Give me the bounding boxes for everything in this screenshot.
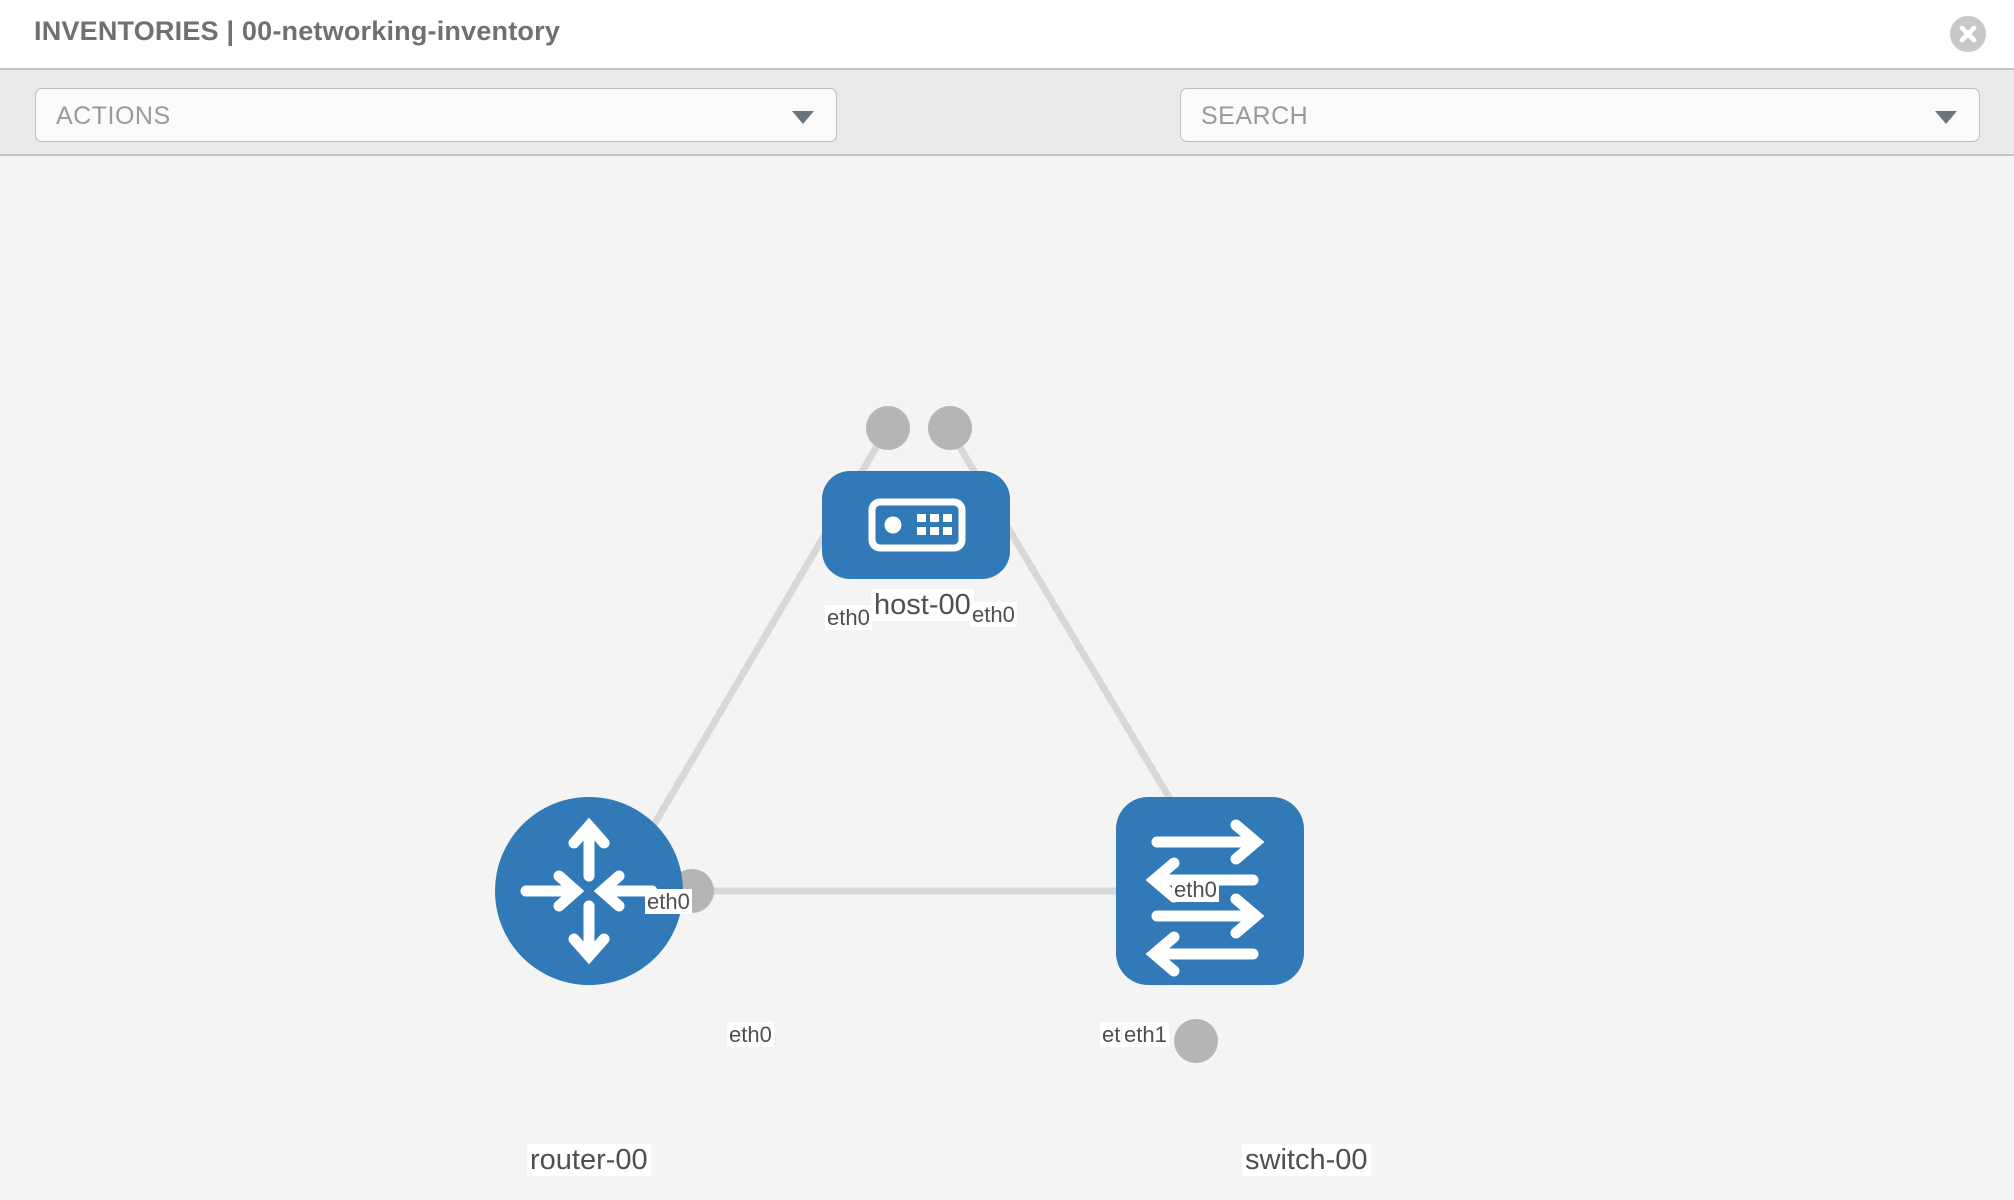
node-label-router: router-00 — [527, 1144, 651, 1177]
port-host-left — [866, 406, 910, 450]
node-router-00 — [495, 797, 683, 985]
router-arrows-icon — [520, 817, 658, 965]
node-host-00 — [822, 471, 1010, 579]
node-host-00-hit[interactable] — [822, 471, 1010, 579]
topology-graph — [495, 406, 1304, 1063]
edge-label-router-up: eth0 — [645, 889, 692, 915]
actions-dropdown[interactable]: ACTIONS — [35, 88, 837, 142]
chevron-down-icon — [792, 111, 814, 124]
server-icon — [868, 498, 966, 552]
search-input[interactable]: SEARCH — [1180, 88, 1980, 142]
edge-label-host-right: eth0 — [970, 602, 1017, 628]
edge-label-switch-left-b: eth1 — [1122, 1022, 1169, 1048]
actions-dropdown-label: ACTIONS — [56, 102, 171, 130]
node-label-host: host-00 — [871, 589, 974, 622]
port-host-right — [928, 406, 972, 450]
node-switch-00-hit[interactable] — [1116, 797, 1304, 985]
port-switch-left — [1174, 1019, 1218, 1063]
switch-arrows-icon — [1145, 819, 1265, 977]
node-router-00-hit[interactable] — [495, 797, 683, 985]
toolbar: ACTIONS SEARC — [0, 68, 2014, 202]
edge-label-host-left: eth0 — [825, 605, 872, 631]
search-placeholder: SEARCH — [1201, 102, 1309, 130]
close-icon[interactable] — [1950, 16, 1986, 52]
node-label-switch: switch-00 — [1242, 1144, 1371, 1177]
page-header: INVENTORIES | 00-networking-inventory — [0, 0, 2014, 68]
page-title: INVENTORIES | 00-networking-inventory — [34, 16, 561, 46]
topology-canvas[interactable]: eth0 host-00 eth0 eth0 eth0 eth0 eth eth… — [0, 156, 2014, 1200]
edge-label-switch-up: eth0 — [1172, 877, 1219, 903]
chevron-down-icon[interactable] — [1935, 111, 1957, 124]
edge-label-router-right: eth0 — [727, 1022, 774, 1048]
